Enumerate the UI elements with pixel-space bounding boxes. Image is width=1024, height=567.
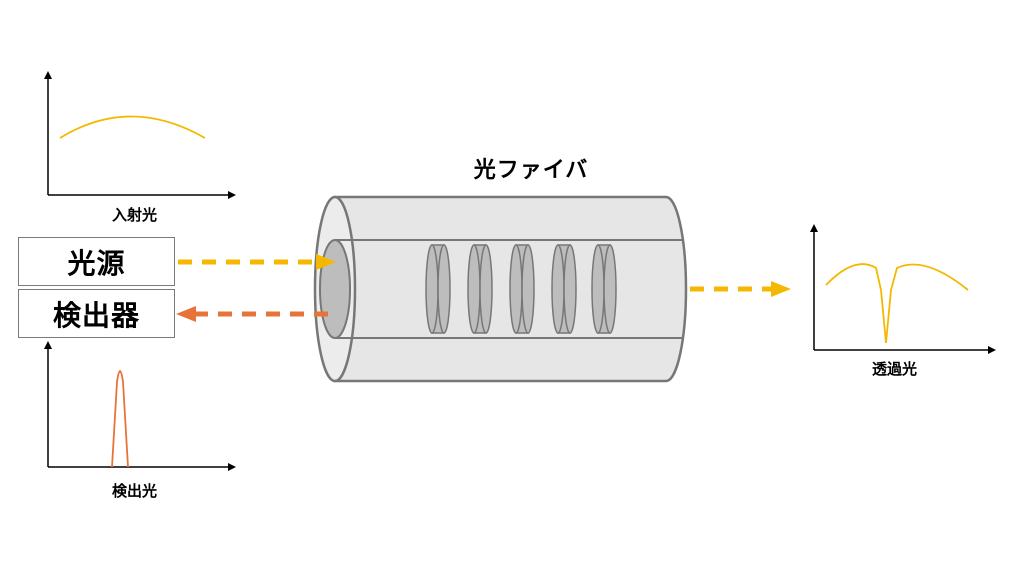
incident-light-arrow bbox=[178, 254, 336, 270]
grating-element bbox=[591, 244, 617, 334]
grating-element bbox=[467, 244, 493, 334]
incident-arrow-head bbox=[316, 254, 336, 270]
light-source-box: 光源 bbox=[18, 237, 175, 286]
grating-element bbox=[509, 244, 535, 334]
transmitted-spectrum-dip bbox=[825, 263, 969, 344]
transmitted-light-arrow bbox=[690, 281, 791, 297]
reflected-light-arrow bbox=[176, 306, 328, 322]
detected-spectrum-peak bbox=[111, 370, 129, 468]
detector-box: 検出器 bbox=[18, 289, 175, 338]
incident-light-graph bbox=[44, 71, 236, 199]
transmitted-light-label: 透過光 bbox=[872, 360, 918, 378]
incident-spectrum-curve bbox=[59, 115, 206, 139]
fiber-bragg-grating bbox=[425, 244, 617, 334]
fiber-core-end bbox=[319, 239, 351, 339]
grating-element bbox=[425, 244, 451, 334]
grating-element bbox=[551, 244, 577, 334]
detected-light-graph bbox=[44, 341, 236, 471]
incident-light-label: 入射光 bbox=[112, 206, 158, 224]
transmitted-arrow-head bbox=[771, 281, 791, 297]
fiber-title: 光ファイバ bbox=[473, 158, 589, 183]
detected-light-label: 検出光 bbox=[112, 482, 158, 500]
reflected-arrow-head bbox=[176, 306, 196, 322]
transmitted-light-graph bbox=[810, 224, 996, 354]
optical-fiber bbox=[313, 195, 688, 383]
